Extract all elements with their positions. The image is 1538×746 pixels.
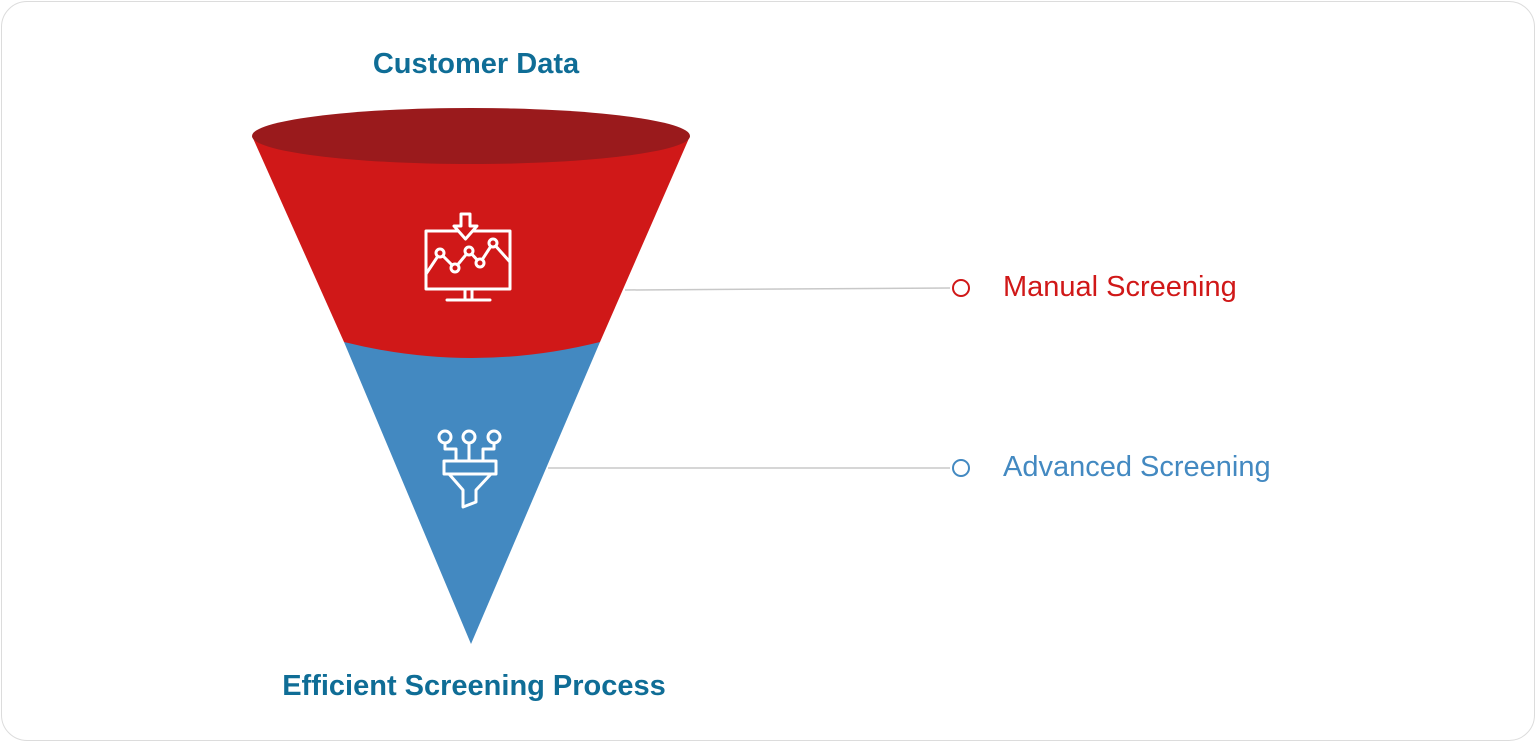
data-filter-funnel-icon [437, 429, 502, 509]
bullet-manual-screening [952, 279, 970, 297]
funnel-top-label: Customer Data [372, 48, 580, 80]
funnel-bottom-label: Efficient Screening Process [282, 670, 666, 702]
funnel-stage-advanced-screening [344, 342, 600, 644]
funnel-rim [252, 108, 690, 164]
stage-label-advanced-screening: Advanced Screening [1003, 451, 1271, 483]
stage-label-manual-screening: Manual Screening [1003, 271, 1237, 303]
connector-manual-screening [624, 287, 951, 291]
monitor-chart-download-icon [424, 212, 512, 302]
bullet-advanced-screening [952, 459, 970, 477]
